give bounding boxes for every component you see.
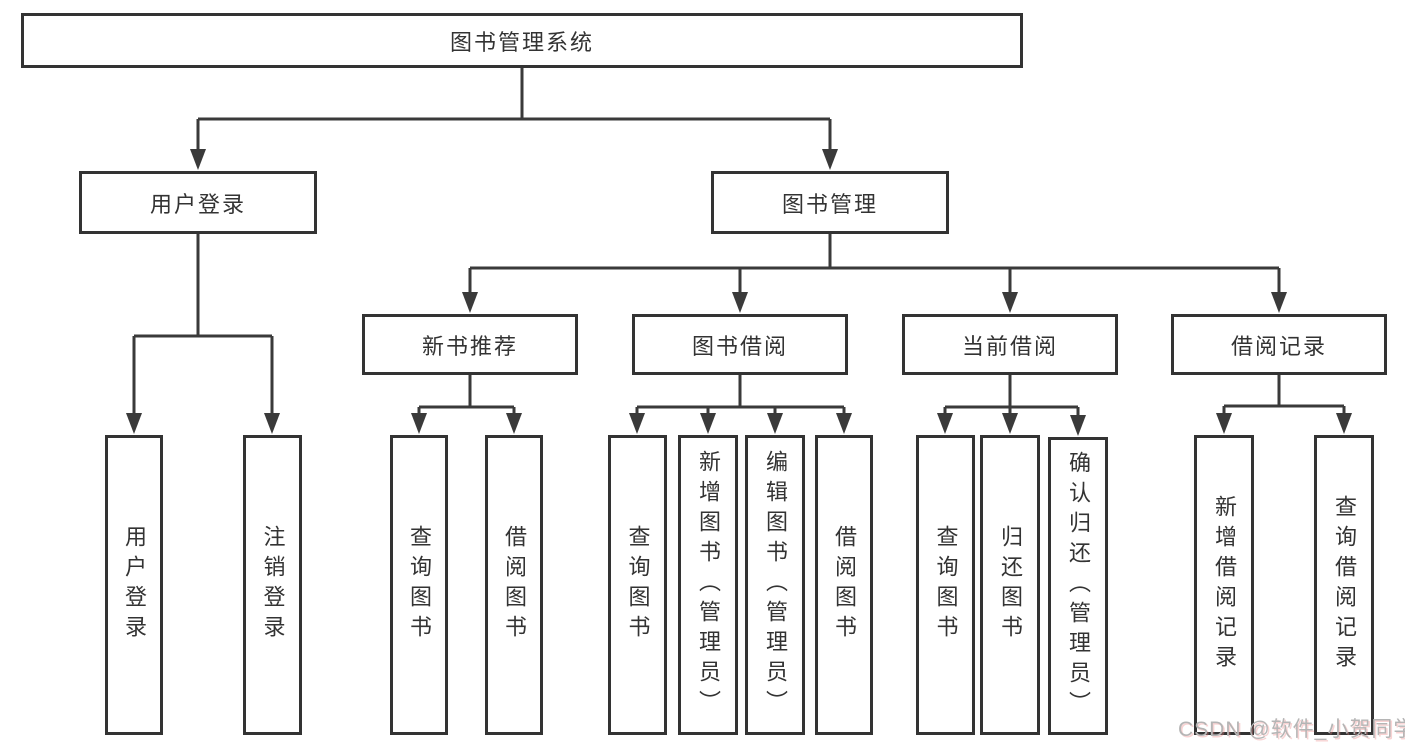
csdn-watermark: CSDN @软件_小贺同学 <box>1178 718 1405 741</box>
arrow-book-borrow <box>732 292 748 313</box>
arrow-leaf-bb-borrow <box>836 413 852 434</box>
node-current-borrowing: 当前借阅 <box>902 314 1118 375</box>
arrow-user-login <box>190 149 206 170</box>
connector-book-borrow <box>635 375 846 415</box>
connector-book-mgmt <box>468 234 1281 294</box>
leaf-current-query: 查询图书 <box>916 435 975 735</box>
arrow-leaf-user-login <box>126 413 142 434</box>
arrow-new-books <box>462 292 478 313</box>
arrow-leaf-bb-add <box>700 413 716 434</box>
leaf-current-confirm-admin-label: 确认归还（管理员） <box>1066 451 1091 721</box>
node-user-login: 用户登录 <box>79 171 317 234</box>
leaf-current-return-label: 归还图书 <box>998 525 1023 645</box>
leaf-borrowing-edit-admin: 编辑图书（管理员） <box>745 435 805 735</box>
leaf-newbooks-query-label: 查询图书 <box>407 525 432 645</box>
arrow-leaf-cb-query <box>937 413 953 434</box>
leaf-current-return: 归还图书 <box>980 435 1040 735</box>
leaf-records-add: 新增借阅记录 <box>1194 435 1254 735</box>
leaf-borrowing-query: 查询图书 <box>608 435 667 735</box>
leaf-borrowing-borrow-label: 借阅图书 <box>832 525 857 645</box>
leaf-newbooks-borrow: 借阅图书 <box>485 435 543 735</box>
node-borrowing-records: 借阅记录 <box>1171 314 1387 375</box>
node-book-management: 图书管理 <box>711 171 949 234</box>
leaf-newbooks-borrow-label: 借阅图书 <box>502 525 527 645</box>
node-user-login-label: 用户登录 <box>149 191 246 217</box>
leaf-user-login-label: 用户登录 <box>122 525 147 645</box>
arrow-borrow-records <box>1271 292 1287 313</box>
leaf-user-login: 用户登录 <box>105 435 163 735</box>
leaf-borrowing-query-label: 查询图书 <box>625 525 651 645</box>
leaf-newbooks-query: 查询图书 <box>390 435 448 735</box>
arrow-leaf-bb-edit <box>767 413 783 434</box>
arrow-book-mgmt <box>822 149 838 170</box>
connector-borrow-records <box>1222 375 1346 415</box>
arrow-current-borrow <box>1002 292 1018 313</box>
arrow-leaf-nb-borrow <box>506 413 522 434</box>
node-library-system-label: 图书管理系统 <box>449 29 594 55</box>
arrow-leaf-nb-query <box>411 413 427 434</box>
node-book-management-label: 图书管理 <box>781 191 878 217</box>
arrow-leaf-br-add <box>1216 413 1232 434</box>
leaf-records-query: 查询借阅记录 <box>1314 435 1374 735</box>
node-book-borrowing: 图书借阅 <box>632 314 848 375</box>
connector-user-login <box>132 234 274 415</box>
arrow-leaf-cb-return <box>1002 413 1018 434</box>
leaf-records-add-label: 新增借阅记录 <box>1212 495 1237 675</box>
leaf-borrowing-borrow: 借阅图书 <box>815 435 873 735</box>
leaf-logout: 注销登录 <box>243 435 302 735</box>
arrow-leaf-logout <box>264 413 280 434</box>
leaf-borrowing-edit-admin-label: 编辑图书（管理员） <box>763 450 788 720</box>
node-book-borrowing-label: 图书借阅 <box>691 333 788 359</box>
node-new-book-recommend-label: 新书推荐 <box>421 333 518 359</box>
node-library-system: 图书管理系统 <box>21 13 1023 68</box>
leaf-current-query-label: 查询图书 <box>933 525 959 645</box>
leaf-borrowing-add-admin-label: 新增图书（管理员） <box>696 450 721 720</box>
connector-new-books <box>417 375 516 415</box>
arrow-leaf-br-query <box>1336 413 1352 434</box>
arrow-leaf-cb-confirm <box>1070 415 1086 436</box>
connector-current-borrow <box>943 375 1080 417</box>
leaf-current-confirm-admin: 确认归还（管理员） <box>1048 437 1108 735</box>
connector-root <box>196 68 832 152</box>
node-current-borrowing-label: 当前借阅 <box>961 333 1058 359</box>
node-borrowing-records-label: 借阅记录 <box>1230 333 1327 359</box>
arrow-leaf-bb-query <box>629 413 645 434</box>
leaf-logout-label: 注销登录 <box>260 525 286 645</box>
node-new-book-recommend: 新书推荐 <box>362 314 578 375</box>
leaf-borrowing-add-admin: 新增图书（管理员） <box>678 435 738 735</box>
leaf-records-query-label: 查询借阅记录 <box>1332 495 1357 675</box>
